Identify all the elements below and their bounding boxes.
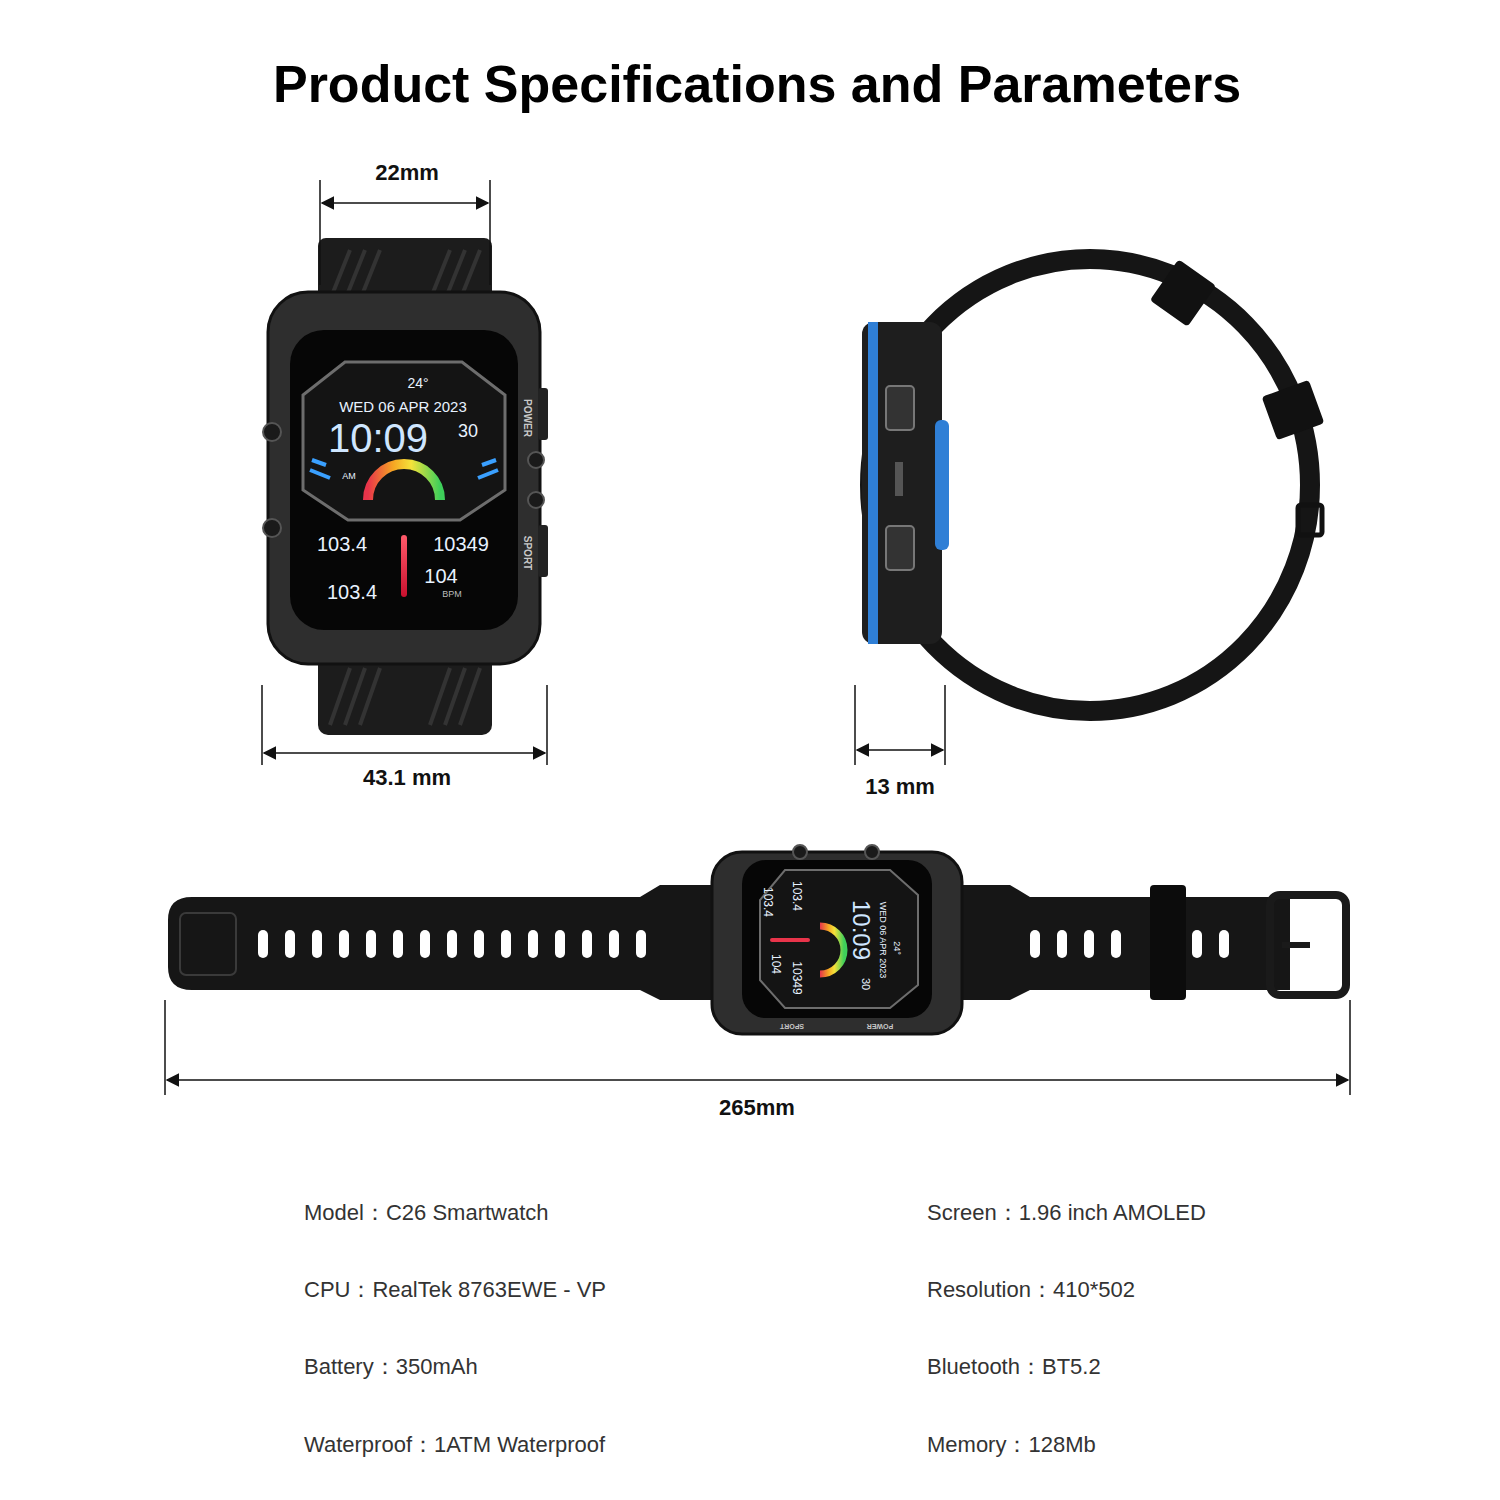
face-time: 10:09	[328, 416, 428, 460]
strap-left	[168, 885, 722, 1000]
spec-item: CPU：RealTek 8763EWE - VP	[304, 1278, 606, 1302]
case-screws	[793, 845, 879, 859]
face-text: BPM	[442, 590, 462, 600]
face-text: WED 06 APR 2023	[339, 399, 467, 416]
face-text: 10349	[789, 961, 802, 994]
strap-right	[950, 885, 1290, 1000]
watch-case	[712, 852, 962, 1034]
progress-bar	[770, 938, 810, 942]
side-vent	[895, 462, 903, 496]
button-label: POWER	[867, 1022, 893, 1030]
progress-bar	[401, 535, 407, 597]
side-watch	[862, 259, 1324, 711]
blue-ring	[868, 322, 878, 644]
activity-arc	[368, 464, 440, 500]
watch-case	[268, 292, 540, 664]
face-text: 103.4	[789, 881, 802, 911]
face-text: 10349	[433, 533, 489, 555]
side-case	[862, 322, 942, 644]
face-time: 10:09	[848, 900, 874, 960]
strap-keeper	[1150, 885, 1186, 1000]
flat-watch	[168, 845, 1346, 1034]
dimension-22mm	[320, 180, 490, 285]
face-text: AM	[342, 472, 356, 482]
power-button	[538, 388, 548, 440]
dimension-43mm	[262, 685, 547, 765]
strap-tip	[180, 913, 236, 975]
button-label: POWER	[522, 399, 533, 437]
face-text: 30	[458, 422, 478, 442]
page-title: Product Specifications and Parameters	[273, 56, 1241, 113]
spec-item: Resolution：410*502	[927, 1278, 1135, 1302]
face-text: 24°	[891, 941, 901, 955]
strap-keeper	[1262, 380, 1325, 440]
activity-arc	[820, 926, 844, 974]
face-text: 104	[424, 565, 457, 587]
side-button	[886, 526, 914, 570]
face-frame	[760, 870, 918, 1008]
face-text: 103.4	[327, 581, 377, 603]
dimension-265mm	[165, 1000, 1350, 1095]
dimension-13mm	[855, 685, 945, 765]
dimension: 13 mm	[865, 775, 935, 799]
buckle-prong	[1282, 942, 1310, 948]
spec-item: Bluetooth：BT5.2	[927, 1355, 1101, 1379]
button-label: SPORT	[780, 1022, 804, 1030]
sport-button	[538, 525, 548, 577]
spec-item: Memory：128Mb	[927, 1433, 1096, 1457]
screen	[742, 860, 932, 1018]
spec-item: Battery：350mAh	[304, 1355, 478, 1379]
spec-item: Screen：1.96 inch AMOLED	[927, 1201, 1206, 1225]
face-text: WED 06 APR 2023	[877, 902, 887, 979]
face-text: 103.4	[317, 533, 367, 555]
face-text: 24°	[407, 376, 428, 391]
face-text: 104	[768, 954, 781, 974]
strap-keeper	[1150, 259, 1216, 326]
buckle	[1270, 895, 1346, 995]
buckle	[1298, 505, 1322, 535]
strap-texture	[330, 668, 480, 725]
screen	[290, 330, 518, 630]
spec-item: Waterproof：1ATM Waterproof	[304, 1433, 605, 1457]
side-button	[886, 386, 914, 430]
rotated-face: 24° WED 06 APR 202310:09 30 103.4 10349 103.4…	[742, 860, 932, 1020]
face-frame	[303, 362, 505, 520]
sensor	[935, 420, 949, 550]
strap-holes	[258, 930, 646, 958]
dimension: 22mm	[375, 161, 439, 185]
dimension: 265mm	[719, 1096, 795, 1120]
strap-holes	[1030, 930, 1229, 958]
face-text: 103.4	[760, 887, 773, 917]
dimension: 43.1 mm	[363, 766, 451, 790]
front-watch	[263, 238, 548, 735]
face-text: 30	[860, 978, 872, 990]
spec-item: Model：C26 Smartwatch	[304, 1201, 549, 1225]
button-label: SPORT	[522, 536, 533, 570]
